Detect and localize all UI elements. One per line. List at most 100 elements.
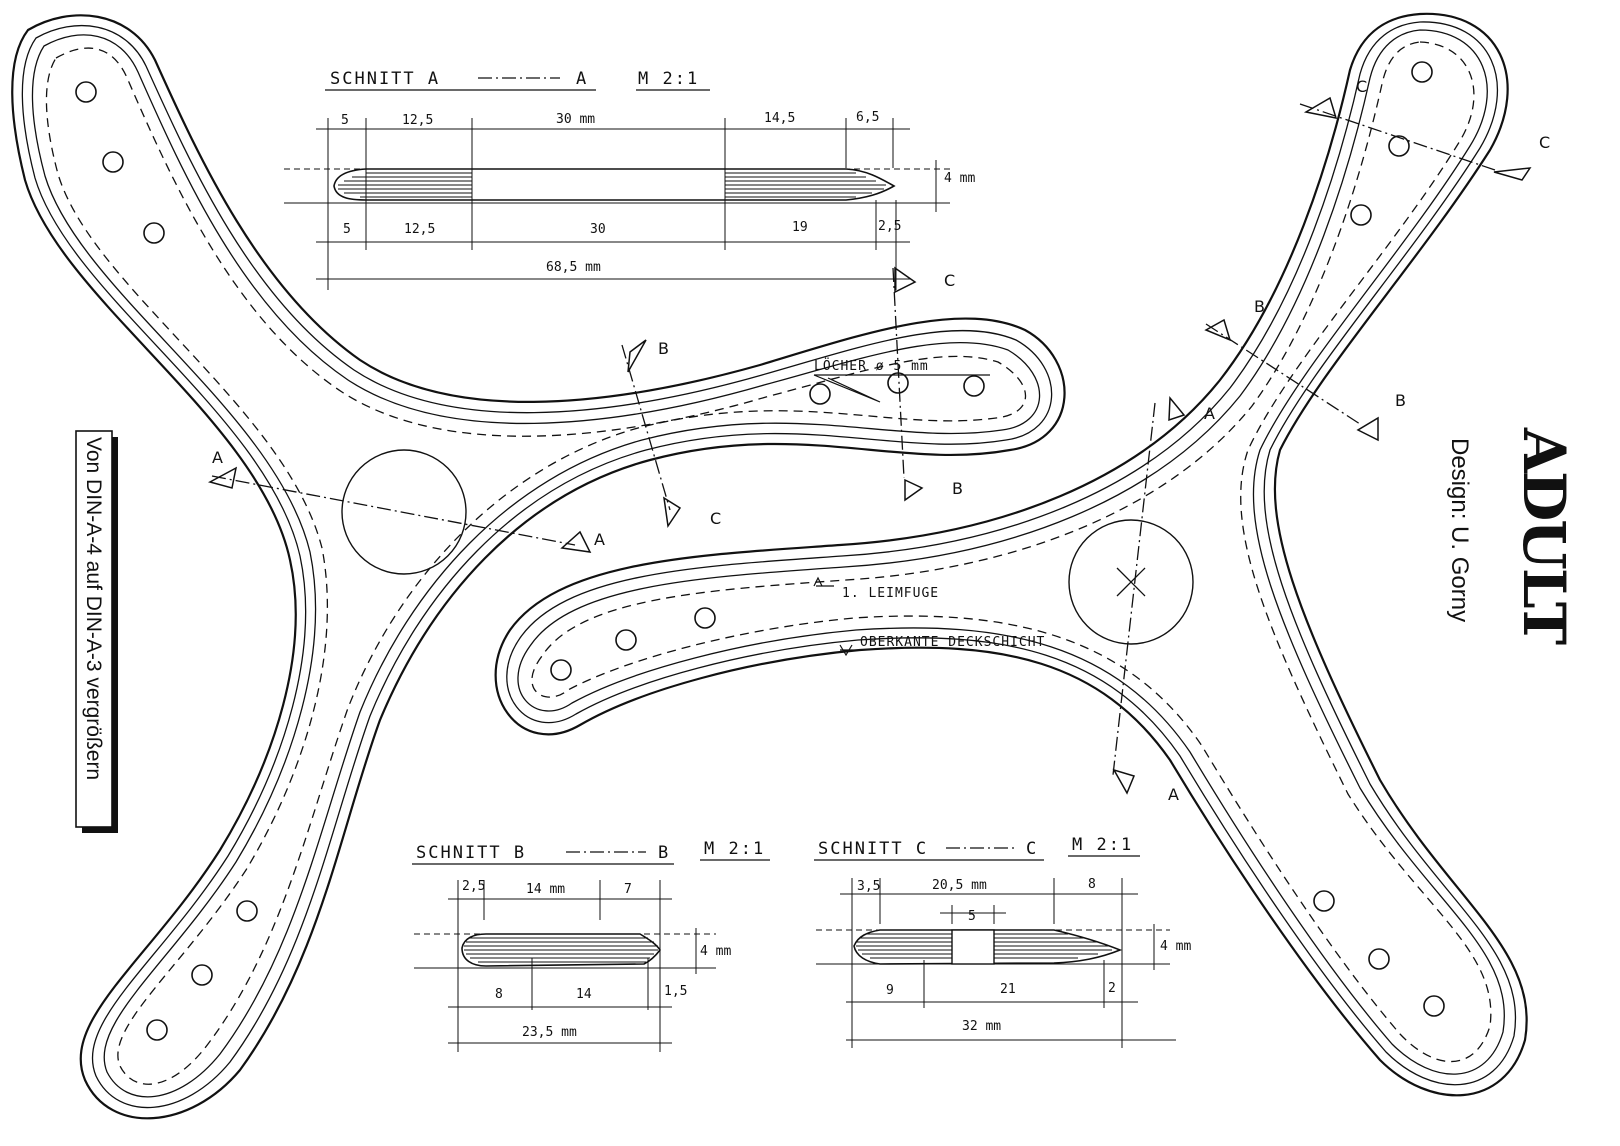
- left-boomerang-outline: [11, 14, 1066, 1120]
- section-a-bottom-2: 12,5: [404, 222, 435, 237]
- section-a-bottom-4: 19: [792, 220, 808, 235]
- section-a-top-2: 12,5: [402, 113, 433, 128]
- section-c-top-3: 8: [1088, 877, 1096, 892]
- cut-line-a-left: [211, 475, 576, 546]
- section-c-title: SCHNITT C: [818, 839, 928, 859]
- section-b-bottom-1: 8: [495, 987, 503, 1002]
- marker-b-mid-bottom: B: [952, 479, 963, 498]
- hole-left-7: [236, 900, 258, 922]
- section-c-top-1: 3,5: [857, 879, 880, 894]
- marker-c-mid-top: C: [944, 271, 955, 290]
- section-a-total: 68,5 mm: [546, 260, 601, 275]
- right-boomerang-outline: [494, 12, 1528, 1097]
- section-a-top-5: 6,5: [856, 110, 879, 125]
- section-b-top-3: 7: [624, 882, 632, 897]
- hole-left-8: [191, 964, 213, 986]
- cut-line-b-right: [1205, 323, 1361, 425]
- cut-line-c-left: [892, 267, 905, 479]
- hole-right-5: [615, 629, 637, 651]
- marker-c-right-top: C: [1356, 77, 1367, 96]
- section-b-profile: [461, 933, 661, 967]
- hole-left-4: [809, 383, 831, 405]
- left-boomerang: [11, 14, 1066, 1120]
- top-edge-label: OBERKANTE DECKSCHICHT: [860, 635, 1045, 650]
- hole-right-1: [1411, 61, 1433, 83]
- section-a-top-4: 14,5: [764, 111, 795, 126]
- marker-c-left-bottom: C: [710, 509, 721, 528]
- marker-b-right-top: B: [1254, 297, 1265, 316]
- section-a-thickness: 4 mm: [944, 171, 975, 186]
- right-center-circle: [1068, 519, 1194, 645]
- hole-right-4: [694, 607, 716, 629]
- right-boomerang: [494, 12, 1528, 1097]
- cut-line-b-left: [621, 344, 671, 511]
- hole-left-2: [102, 151, 124, 173]
- annotations: [813, 374, 990, 657]
- marker-a-right-top: A: [1204, 404, 1215, 423]
- section-a-top-1: 5: [341, 113, 349, 128]
- section-arrows: [207, 96, 1532, 795]
- section-c-bottom-1: 9: [886, 983, 894, 998]
- section-c-hole-dim: 5: [968, 909, 976, 924]
- section-c-bottom-2: 21: [1000, 982, 1016, 997]
- section-b-top-1: 2,5: [462, 879, 485, 894]
- section-b-thickness: 4 mm: [700, 944, 731, 959]
- holes-label: LÖCHER ø 5 mm: [814, 357, 929, 374]
- section-b-detail: SCHNITT B B M 2:1: [412, 839, 770, 1052]
- section-a-bottom-3: 30: [590, 222, 606, 237]
- section-lines: [211, 103, 1496, 776]
- section-b-top-2: 14 mm: [526, 882, 565, 897]
- left-boomerang-dashed-edge: [45, 47, 1027, 1085]
- hole-right-6: [550, 659, 572, 681]
- section-c-total: 32 mm: [962, 1019, 1001, 1034]
- section-c-profile: [853, 929, 1123, 965]
- section-b-scale: M 2:1: [704, 839, 765, 859]
- section-a-scale: M 2:1: [638, 69, 699, 89]
- section-c-bottom-3: 2: [1108, 981, 1116, 996]
- section-b-total: 23,5 mm: [522, 1025, 577, 1040]
- section-b-bottom-2: 14: [576, 987, 592, 1002]
- marker-a-left-bottom: A: [594, 530, 605, 549]
- section-a-detail: SCHNITT A A M 2:1: [284, 69, 975, 290]
- hole-right-8: [1368, 948, 1390, 970]
- marker-a-left-top: A: [212, 448, 223, 467]
- glue-label: 1. LEIMFUGE: [842, 586, 939, 601]
- hole-right-7: [1313, 890, 1335, 912]
- hole-left-6: [963, 375, 985, 397]
- hole-left-9: [146, 1019, 168, 1041]
- hole-left-3: [143, 222, 165, 244]
- section-c-title-end: C: [1026, 839, 1038, 859]
- section-a-top-3: 30 mm: [556, 112, 595, 127]
- section-a-title: SCHNITT A: [330, 69, 440, 89]
- hole-left-1: [75, 81, 97, 103]
- cut-line-c-right: [1299, 103, 1496, 171]
- section-c-thickness: 4 mm: [1160, 939, 1191, 954]
- hole-right-2: [1388, 135, 1410, 157]
- brand-title: ADULT: [1510, 427, 1578, 645]
- section-c-scale: M 2:1: [1072, 835, 1133, 855]
- section-b-title: SCHNITT B: [416, 843, 526, 863]
- section-a-bottom-1: 5: [343, 222, 351, 237]
- marker-c-right-bottom: C: [1539, 133, 1550, 152]
- hole-left-5: [887, 372, 909, 394]
- section-b-bottom-3: 1,5: [664, 984, 687, 999]
- section-a-title-end: A: [576, 69, 588, 89]
- enlarge-note: Von DIN-A-4 auf DIN-A-3 vergrößern: [75, 430, 118, 833]
- section-a-bottom-5: 2,5: [878, 219, 901, 234]
- section-c-detail: SCHNITT C C M 2:1: [814, 835, 1191, 1048]
- left-center-circle: [341, 449, 467, 575]
- cut-line-a-right: [1112, 402, 1156, 776]
- right-boomerang-dashed-edge: [531, 41, 1492, 1063]
- section-b-title-end: B: [658, 843, 670, 863]
- hole-right-9: [1423, 995, 1445, 1017]
- hole-right-3: [1350, 204, 1372, 226]
- section-a-profile: [333, 168, 896, 201]
- marker-a-right-bottom: A: [1168, 785, 1179, 804]
- marker-b-right-bottom: B: [1395, 391, 1406, 410]
- enlarge-note-text: Von DIN-A-4 auf DIN-A-3 vergrößern: [82, 437, 105, 780]
- section-markers: A A B C C B A A B B C C: [212, 77, 1550, 804]
- section-c-top-2: 20,5 mm: [932, 878, 987, 893]
- designer-credit: Design: U. Gorny: [1446, 438, 1473, 622]
- section-c-hole: [951, 929, 995, 965]
